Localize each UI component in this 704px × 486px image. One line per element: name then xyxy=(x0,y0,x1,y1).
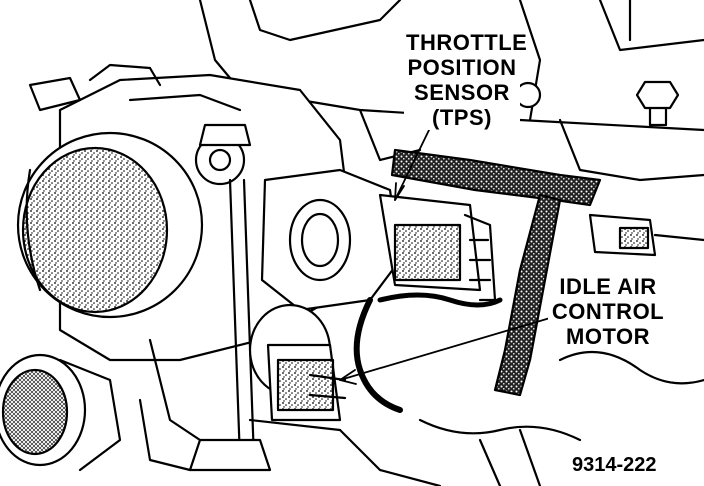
figure-number: 9314-222 xyxy=(572,454,657,476)
iac-callout-label: IDLE AIR CONTROL MOTOR xyxy=(548,274,668,349)
bolt xyxy=(514,80,680,127)
vacuum-hose xyxy=(390,148,602,397)
wiring-harness xyxy=(353,292,503,413)
tps-callout-label: THROTTLE POSITION SENSOR (TPS) xyxy=(404,30,528,130)
iac-callout-line: CONTROL xyxy=(551,299,665,324)
throttle-linkage xyxy=(188,123,272,472)
bracket xyxy=(588,213,704,257)
tps-callout-line: SENSOR xyxy=(414,80,510,105)
iac-motor xyxy=(248,303,347,432)
throttle-bore xyxy=(16,131,204,319)
tps-leader-line xyxy=(394,127,431,201)
tps-callout-line: (TPS) xyxy=(432,105,492,130)
iac-callout-line: MOTOR xyxy=(566,324,650,349)
tps-callout-line: THROTTLE xyxy=(406,30,528,55)
tps-callout-line: POSITION xyxy=(407,55,517,80)
inlet-screen xyxy=(0,353,122,472)
iac-callout-line: IDLE AIR xyxy=(559,274,657,299)
lower-components xyxy=(138,350,704,486)
iac-leader-line xyxy=(339,317,551,385)
tps-sensor xyxy=(260,168,497,312)
